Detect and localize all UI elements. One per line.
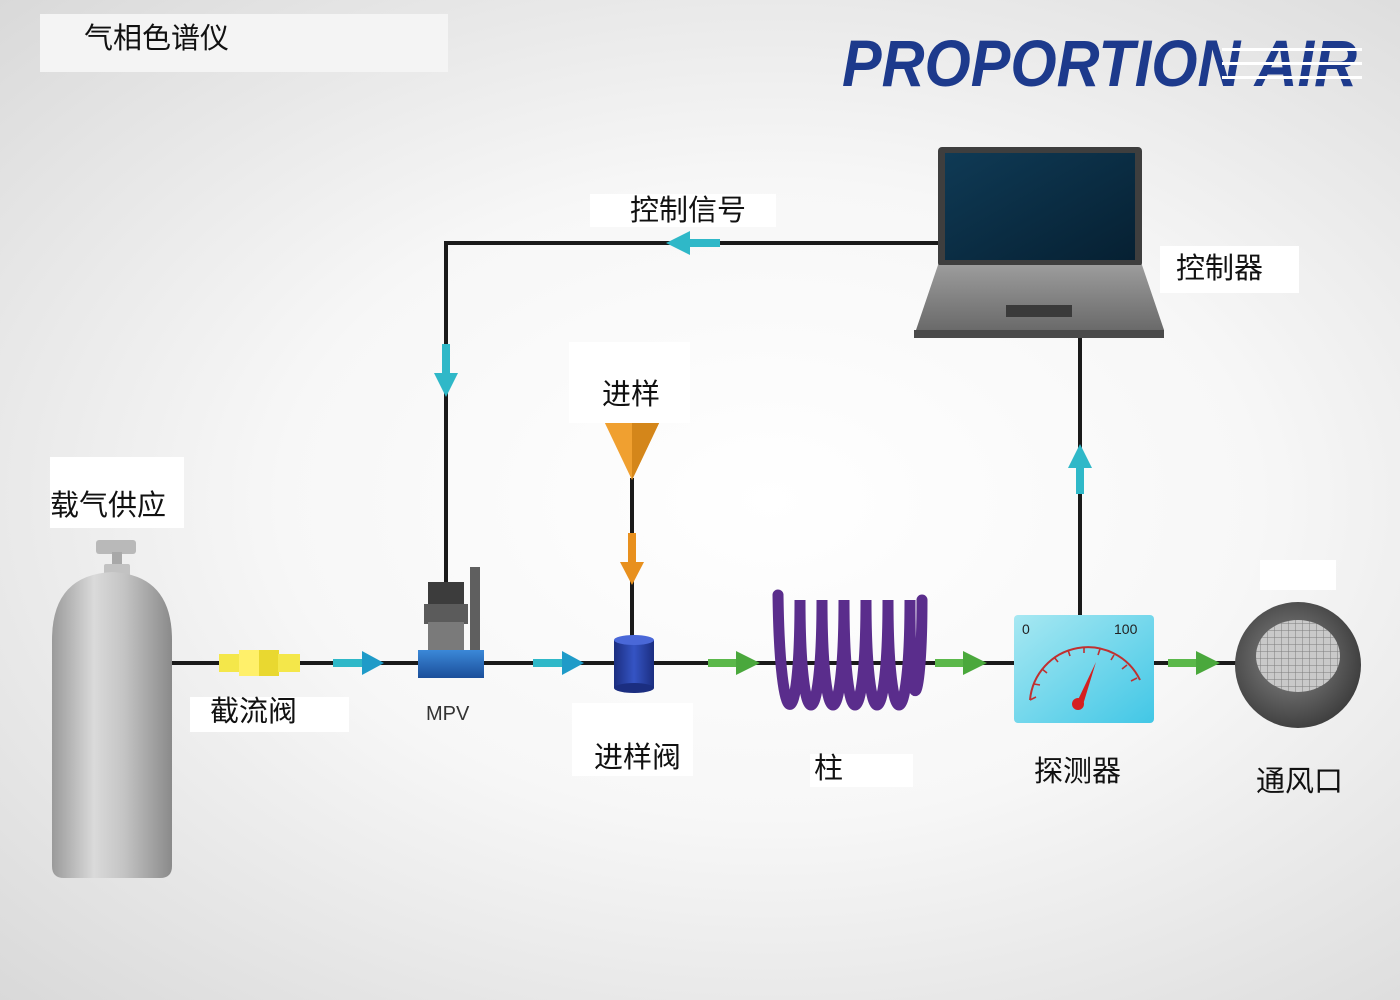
throttle-valve-icon <box>219 650 300 676</box>
arrow-green-1 <box>708 651 760 675</box>
page-title: 气相色谱仪 <box>84 21 230 55</box>
column-label: 柱 <box>810 754 914 787</box>
laptop-icon <box>914 147 1164 338</box>
mpv-valve-icon <box>418 567 484 678</box>
vent-label: 通风口 <box>1256 764 1344 798</box>
vent-icon <box>1235 602 1361 728</box>
control-signal-line <box>444 241 942 598</box>
column-coil-icon <box>772 589 928 711</box>
sample-inlet-label: 进样 <box>569 342 691 423</box>
brand-logo-text: PROPORTION AIR <box>842 26 1357 96</box>
flow-arrows <box>333 231 1220 675</box>
gauge-min-label: 0 <box>1022 621 1030 637</box>
vent-top-box <box>1260 560 1336 590</box>
sample-valve-icon <box>614 635 654 693</box>
arrow-left-cyan <box>666 231 720 255</box>
sample-funnel-icon <box>603 419 661 480</box>
arrow-up-cyan <box>1068 444 1092 494</box>
gas-cylinder <box>52 540 172 878</box>
mpv-label: MPV <box>426 703 470 725</box>
carrier-gas-label: 载气供应 <box>50 457 185 528</box>
arrow-cyan-1 <box>333 651 384 675</box>
detector-gauge-icon <box>1014 615 1154 723</box>
detector-label: 探测器 <box>1034 754 1122 788</box>
title-box <box>40 14 448 72</box>
arrow-green-2 <box>935 651 987 675</box>
gauge-max-label: 100 <box>1114 621 1138 637</box>
arrow-down-cyan <box>434 344 458 397</box>
sample-valve-label: 进样阀 <box>572 703 694 776</box>
control-signal-label: 控制信号 <box>590 194 777 227</box>
brand-logo: PROPORTION AIR <box>842 26 1362 96</box>
arrow-green-3 <box>1168 651 1220 675</box>
throttle-valve-label: 截流阀 <box>190 697 350 732</box>
controller-label: 控制器 <box>1160 246 1300 293</box>
arrow-orange <box>620 533 644 585</box>
arrow-cyan-2 <box>533 651 584 675</box>
